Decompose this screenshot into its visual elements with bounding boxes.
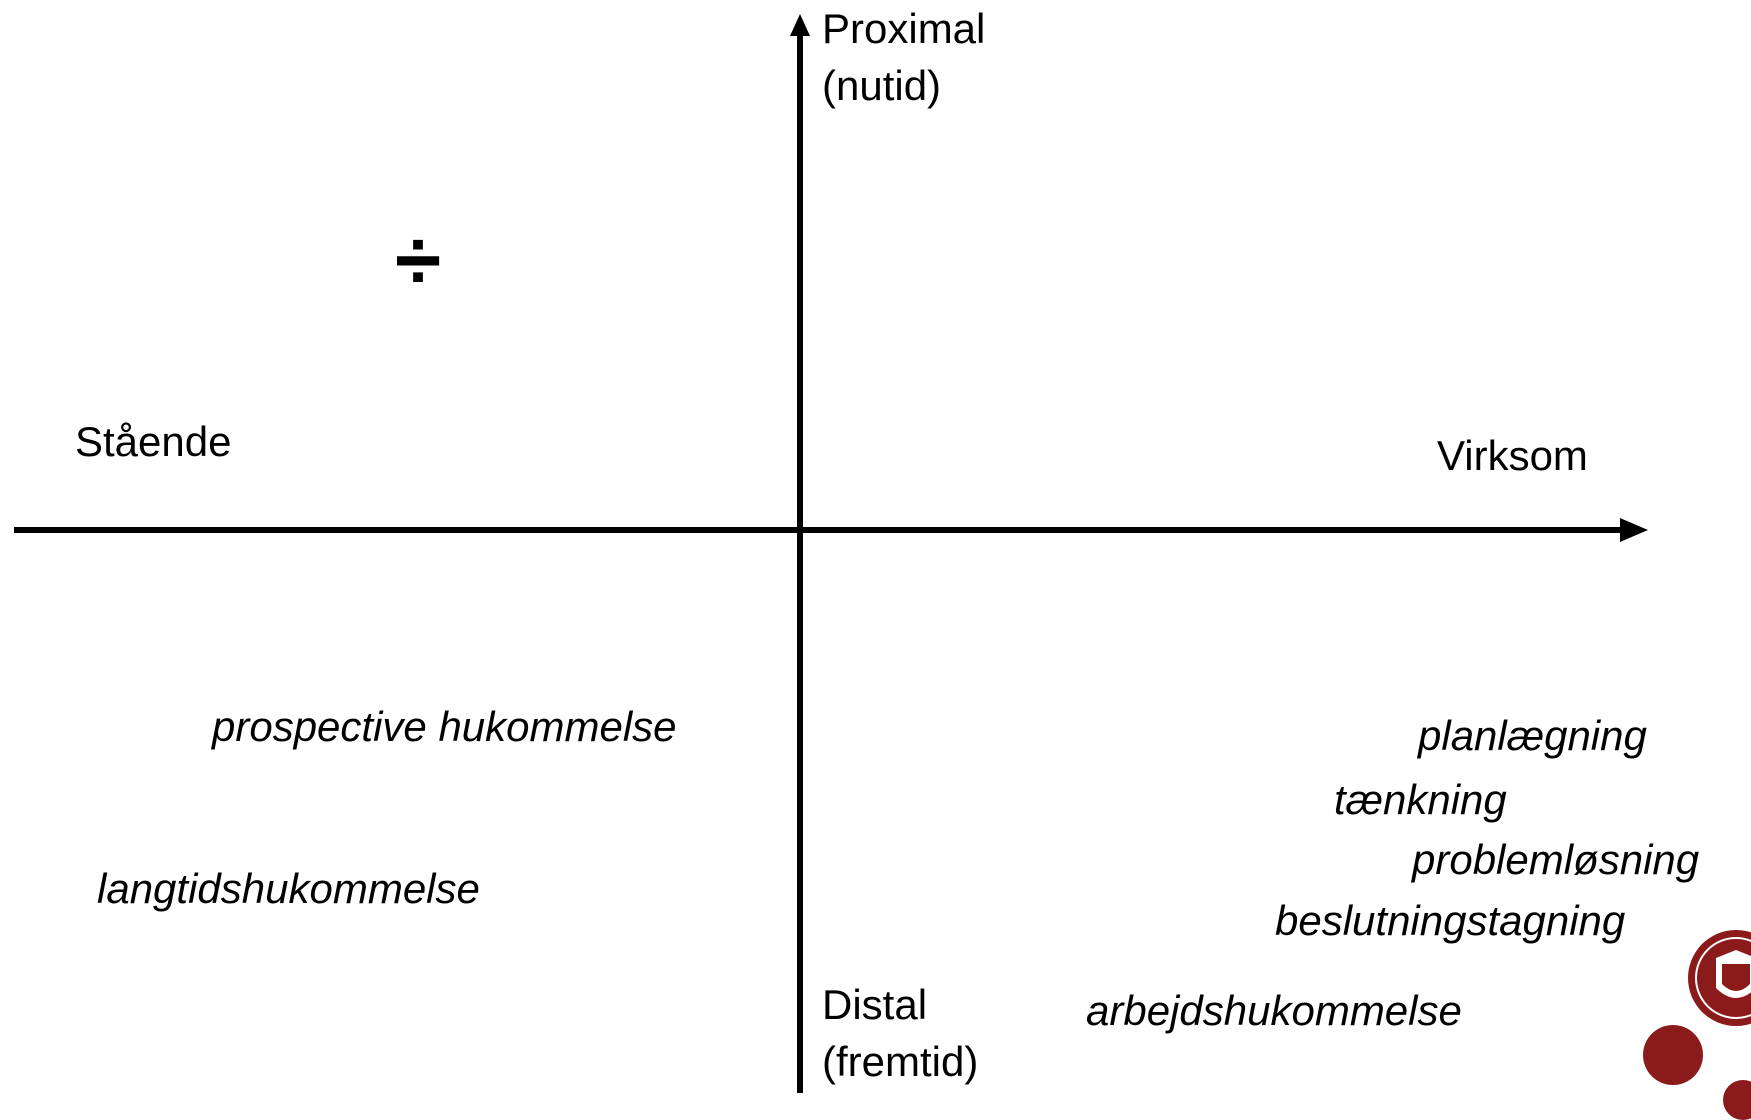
axis-label-staaende: Stående: [75, 418, 232, 465]
axis-label-fremtid: (fremtid): [822, 1038, 979, 1085]
division-symbol: ÷: [395, 213, 442, 307]
axes-diagram: [14, 14, 1648, 1093]
term-langtidshukommelse: langtidshukommelse: [97, 865, 480, 912]
horizontal-axis-arrowhead: [1620, 518, 1648, 542]
term-arbejdshukommelse: arbejdshukommelse: [1086, 987, 1462, 1034]
university-seal-logo: [1688, 930, 1751, 1026]
axis-label-nutid: (nutid): [822, 62, 942, 109]
term-prospective-hukommelse: prospective hukommelse: [212, 703, 677, 750]
term-taenkning: tænkning: [1334, 776, 1507, 823]
vertical-axis-arrowhead: [790, 14, 810, 36]
axis-label-proximal: Proximal: [822, 5, 986, 52]
term-problemloesning: problemløsning: [1412, 836, 1700, 883]
decorative-dot-small: [1723, 1080, 1751, 1120]
axis-label-virksom: Virksom: [1437, 432, 1588, 479]
term-beslutningstagning: beslutningstagning: [1275, 897, 1626, 944]
term-planlaegning: planlægning: [1418, 712, 1647, 759]
decorative-dot-large: [1643, 1025, 1703, 1085]
axis-label-distal: Distal: [822, 981, 928, 1028]
